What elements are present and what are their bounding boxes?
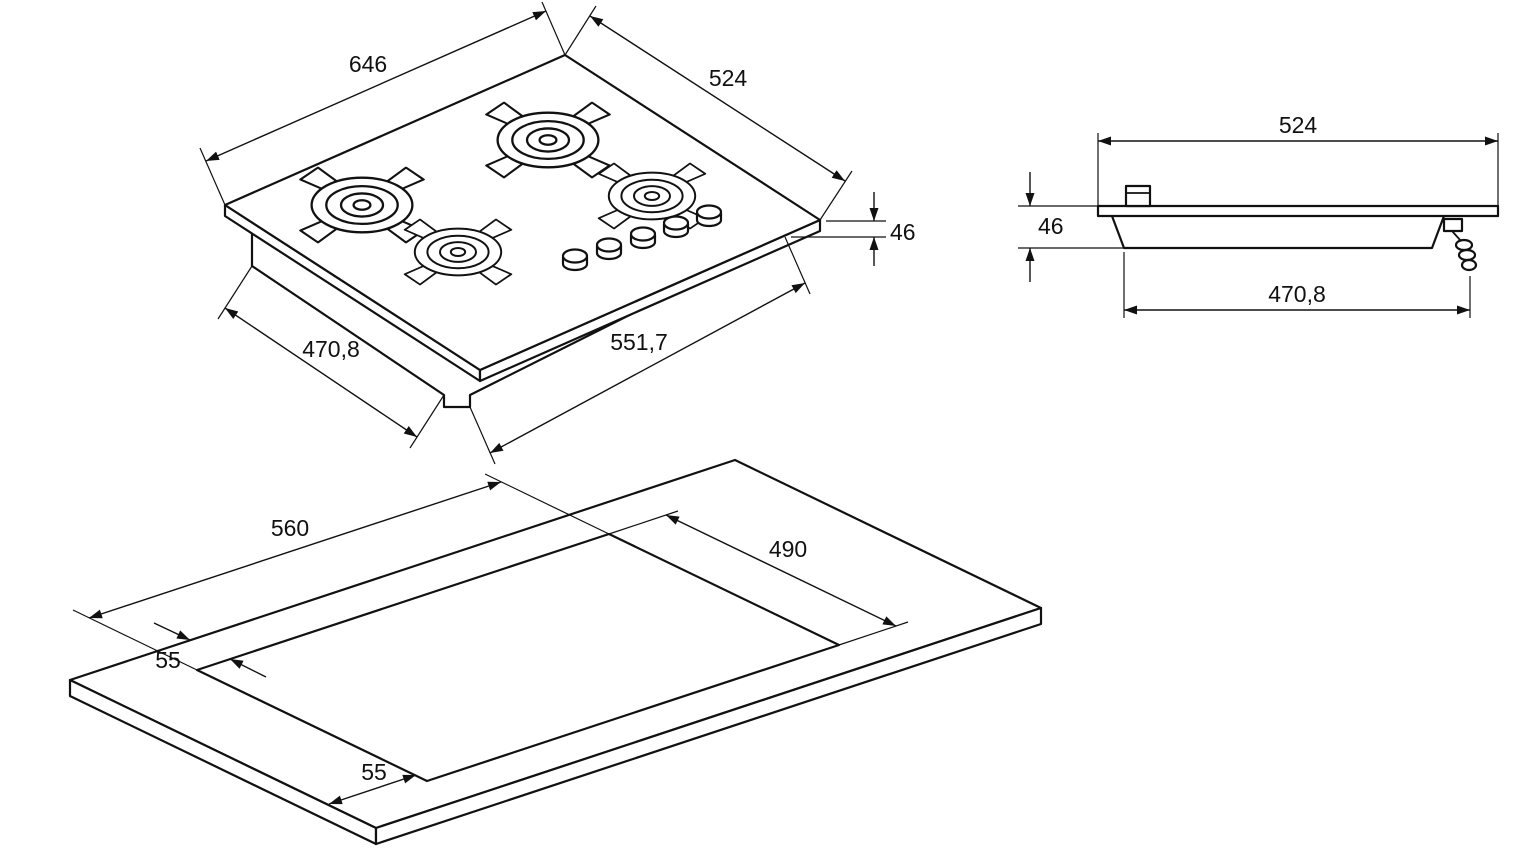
burner-left	[310, 176, 414, 234]
dim-label-side-width: 524	[1279, 112, 1318, 138]
side-burner-cap	[1124, 184, 1152, 208]
side-base-tray	[1110, 215, 1446, 250]
dim-label-cutout-depth: 490	[769, 536, 807, 562]
dim-label-base-depth: 470,8	[302, 336, 360, 362]
knob-1	[561, 248, 589, 272]
dim-top-width-646: 646	[199, 1, 566, 206]
burner-back	[496, 111, 600, 169]
dim-front-clearance-55: 55	[328, 759, 417, 805]
dim-side-height-46: 46	[1018, 172, 1124, 282]
knob-2	[595, 237, 623, 261]
dim-height-46: 46	[791, 192, 916, 266]
knob-5	[695, 204, 723, 228]
dim-label-side-base-width: 470,8	[1268, 281, 1326, 307]
dim-label-side-height: 46	[1038, 213, 1064, 239]
dim-label-top-width: 646	[349, 51, 387, 77]
burner-right	[607, 171, 697, 221]
dim-side-clearance-55: 55	[153, 622, 267, 678]
dim-base-width-551-7: 551,7	[469, 236, 811, 465]
dim-label-cutout-width: 560	[271, 515, 309, 541]
hob-isometric-view: 646 524 46 470,8 551,	[199, 1, 916, 465]
dim-side-base-width-470-8: 470,8	[1123, 252, 1471, 318]
dim-cutout-depth-490: 490	[608, 510, 909, 646]
burner-front	[413, 227, 503, 277]
knob-4	[662, 215, 690, 239]
dim-label-front-clearance: 55	[361, 759, 387, 785]
dim-label-height: 46	[890, 219, 916, 245]
dim-label-top-depth: 524	[709, 65, 748, 91]
dim-label-side-clearance: 55	[155, 647, 181, 673]
dim-cutout-width-560: 560	[72, 473, 610, 671]
dim-label-base-width: 551,7	[610, 329, 668, 355]
worktop-front-right-face	[374, 606, 1043, 846]
dim-top-depth-524: 524	[564, 5, 853, 221]
knob-3	[629, 226, 657, 250]
hob-side-profile-view: 524 46 470,8	[1018, 112, 1500, 318]
dim-side-width-524: 524	[1097, 112, 1499, 205]
side-glass-slab	[1096, 204, 1500, 218]
dim-base-depth-470-8: 470,8	[217, 265, 445, 449]
worktop-cutout-view: 560 490 55 55	[68, 458, 1043, 846]
gas-inlet-fitting	[1442, 217, 1478, 272]
